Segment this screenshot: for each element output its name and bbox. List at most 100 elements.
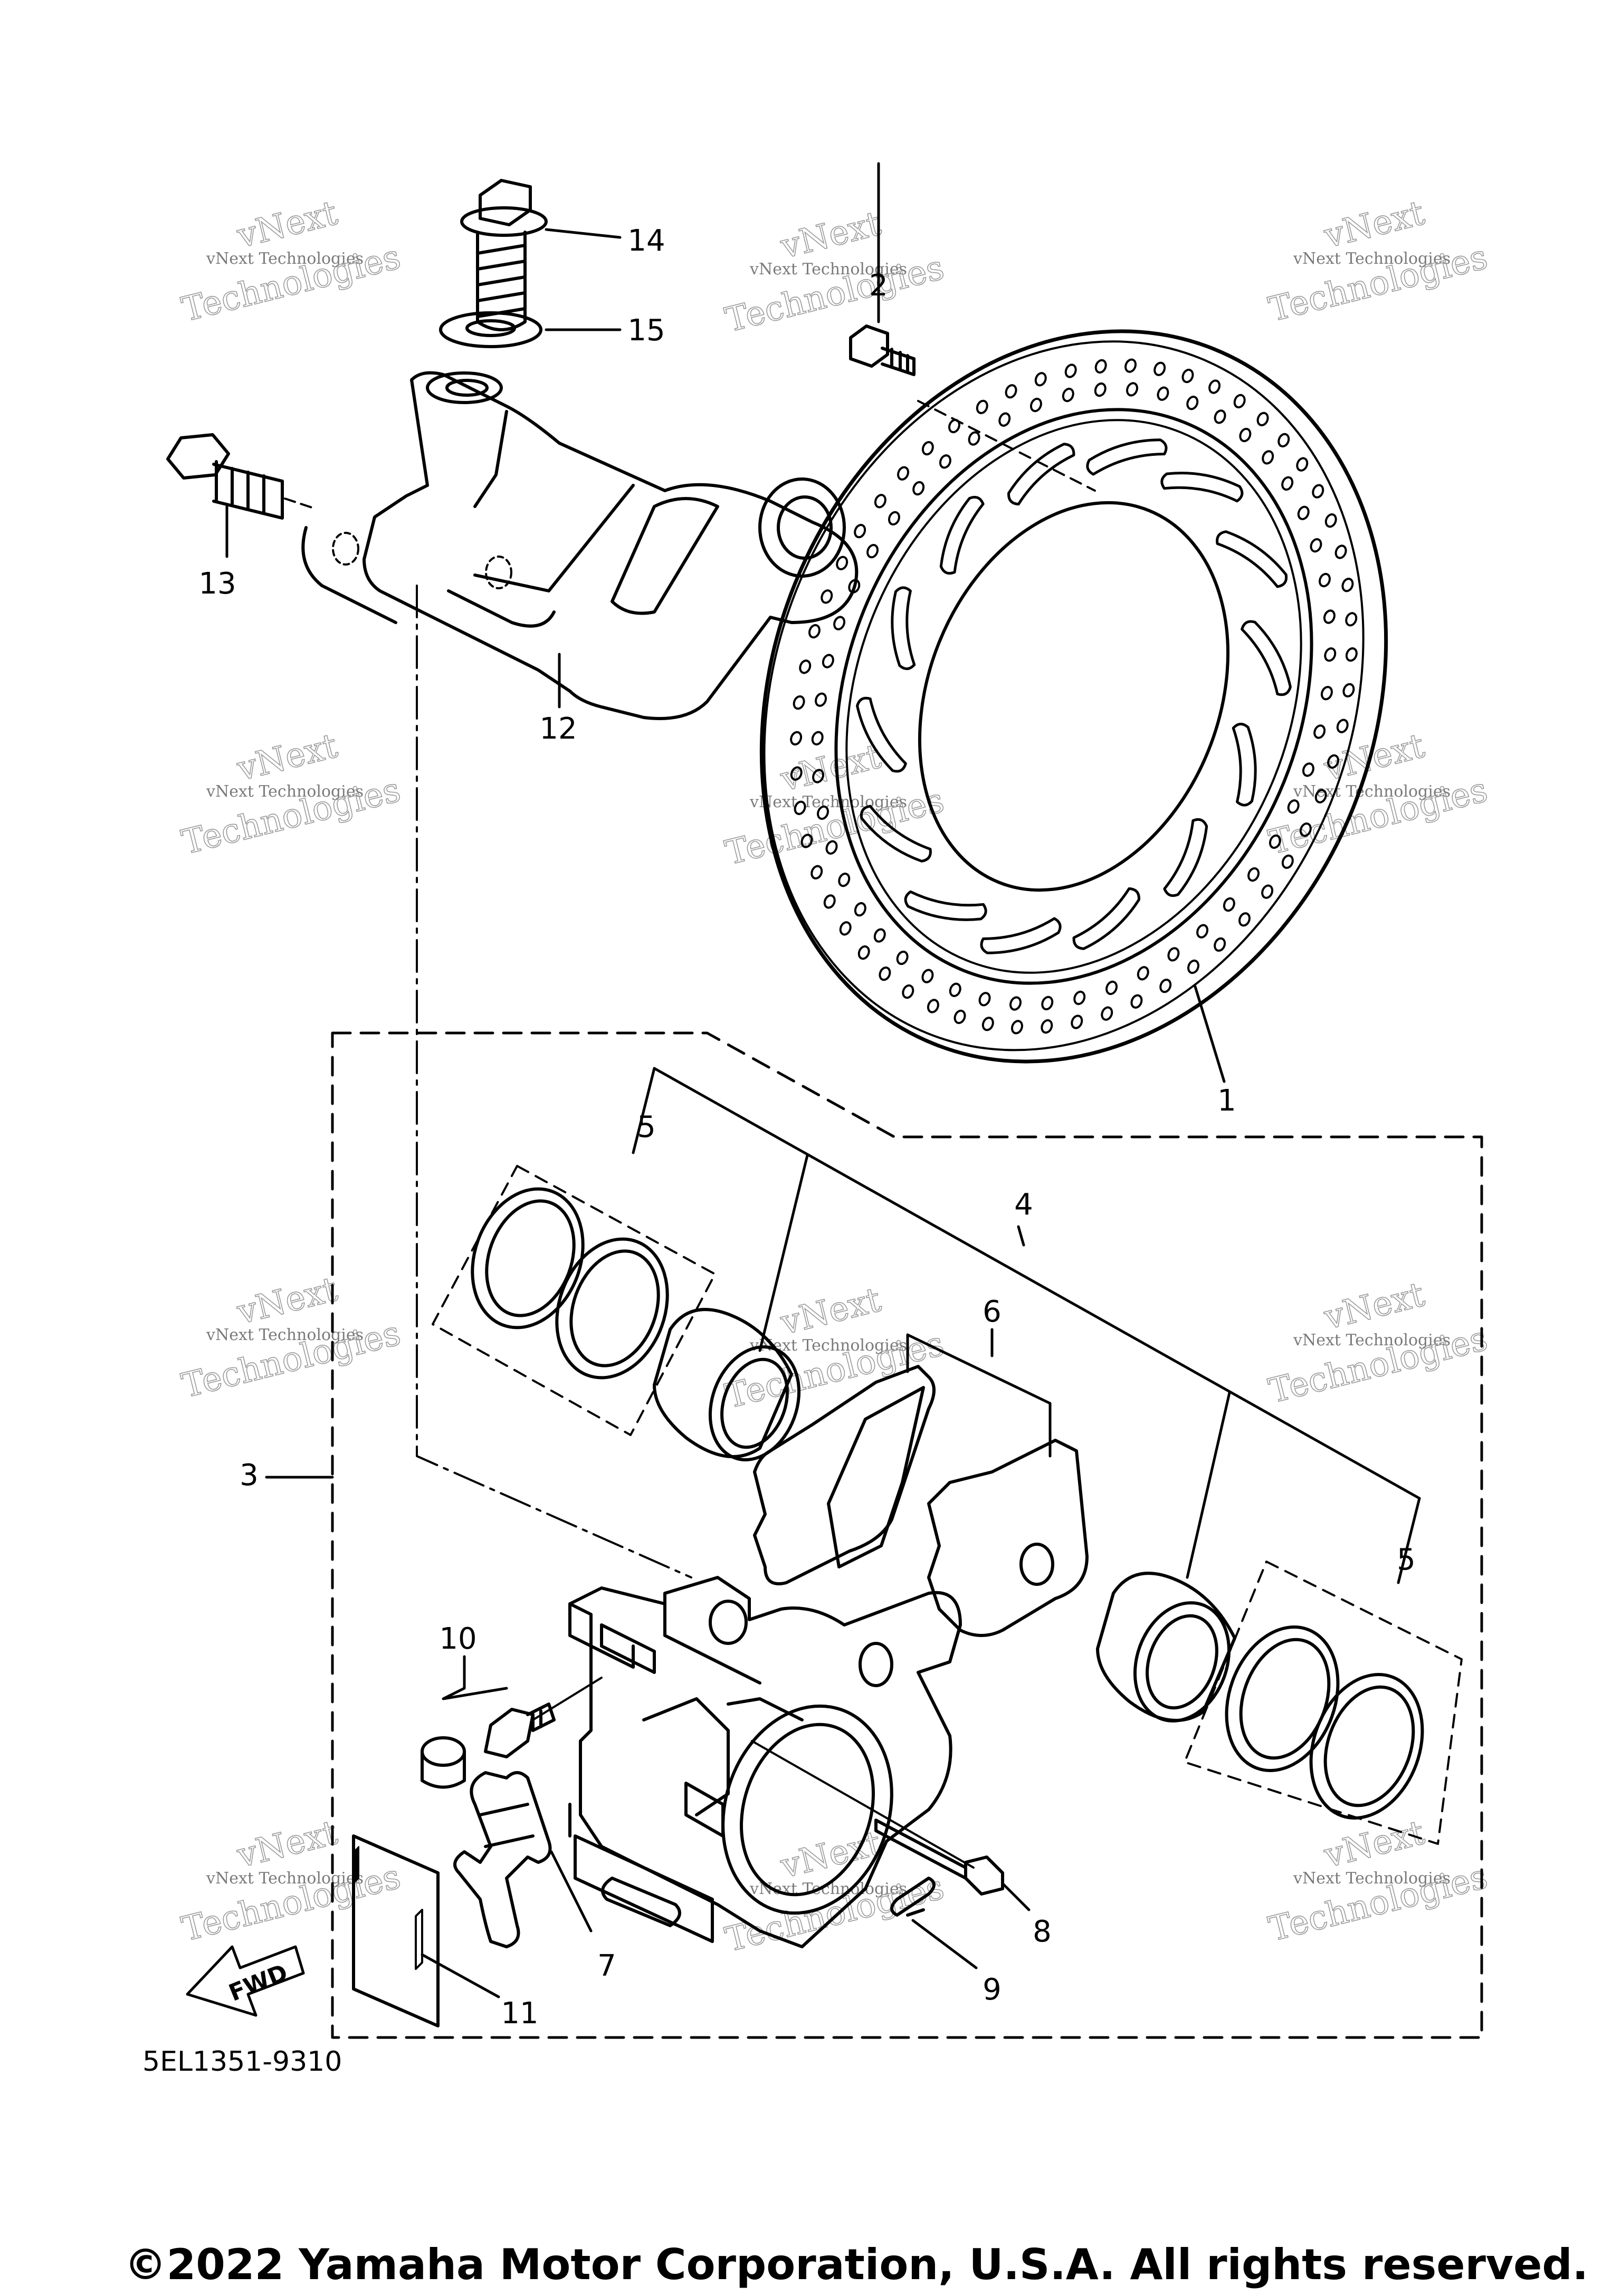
watermark-line2: vNext Technologies — [206, 1326, 364, 1344]
disc-hole — [1324, 647, 1337, 662]
watermark-line2: vNext Technologies — [206, 250, 364, 268]
disc-hole — [1269, 834, 1281, 849]
disc-hole — [833, 616, 846, 630]
watermark-line1: vNext — [233, 1270, 341, 1333]
disc-hole — [799, 659, 812, 674]
disc-hole — [1094, 359, 1107, 374]
disc-slots — [856, 438, 1292, 954]
disc-hole — [839, 921, 852, 936]
pad-pin-8 — [874, 1819, 1004, 1896]
callout-2: 2 — [869, 269, 888, 303]
disc-hole — [1238, 912, 1251, 927]
callout-15: 15 — [627, 313, 665, 348]
piston-seal-left — [471, 1187, 669, 1380]
disc-slot — [1232, 722, 1257, 807]
pad-spring-7 — [453, 1771, 552, 1948]
disc-hole — [1073, 990, 1086, 1006]
watermark-line2: vNext Technologies — [206, 782, 364, 801]
disc-hole — [1186, 396, 1199, 410]
disc-slot — [1241, 620, 1292, 696]
watermark-line2: vNext Technologies — [1293, 1331, 1451, 1350]
disc-hole — [800, 834, 813, 848]
callout-9: 9 — [983, 1973, 1002, 2007]
caliper-body — [568, 1576, 962, 1948]
disc-hole — [815, 692, 827, 707]
disc-hole — [1341, 578, 1354, 592]
watermark-line1: vNext — [233, 194, 341, 256]
disc-hole — [897, 466, 909, 481]
disc-hole — [1310, 538, 1322, 553]
disc-hole — [1262, 450, 1274, 465]
disc-hole — [1314, 789, 1327, 803]
disc-hole — [976, 399, 988, 414]
disc-hole — [1130, 994, 1143, 1009]
disc-hole — [1137, 966, 1149, 981]
disc-hole — [1196, 924, 1209, 939]
watermark-line2: vNext Technologies — [1293, 1869, 1451, 1888]
disc-hole — [1071, 1015, 1083, 1029]
brake-disc — [759, 329, 1388, 1064]
disc-hole — [1005, 384, 1017, 399]
disc-hole — [823, 894, 836, 909]
watermark-line2: vNext Technologies — [749, 260, 907, 279]
watermark-line1: vNext — [777, 204, 885, 267]
disc-hole — [1287, 799, 1300, 814]
disc-hole — [836, 556, 848, 570]
disc-hole — [1041, 996, 1054, 1011]
callout-5-left: 5 — [637, 1110, 656, 1144]
disc-slot — [1160, 472, 1244, 503]
disc-slot — [891, 586, 916, 671]
disc-hole — [1062, 387, 1074, 403]
disc-hole — [978, 992, 991, 1007]
disc-hole — [873, 928, 886, 943]
disc-hole — [1034, 372, 1047, 387]
callout-6: 6 — [983, 1295, 1002, 1329]
watermark-line2: vNext Technologies — [206, 1869, 364, 1888]
disc-hole — [921, 441, 934, 456]
disc-hole — [998, 412, 1011, 427]
fwd-label: FWD — [225, 1959, 292, 2006]
disc-hole — [1208, 379, 1221, 394]
watermark-line1: vNext — [233, 726, 341, 789]
disc-hole — [1233, 394, 1246, 409]
disc-slot — [1072, 887, 1140, 950]
pad-shim-11 — [352, 1834, 440, 2027]
disc-hole — [854, 902, 866, 917]
disc-hole — [1009, 996, 1022, 1011]
piston-left — [653, 1308, 801, 1461]
piston-right — [1096, 1572, 1236, 1723]
disc-hole — [1167, 947, 1180, 962]
brake-pad-left — [753, 1365, 936, 1585]
disc-hole — [1124, 358, 1137, 373]
disc-hole — [953, 1009, 966, 1025]
watermark-line1: vNext — [777, 737, 885, 800]
disc-hole — [939, 454, 951, 469]
callout-5-right: 5 — [1397, 1543, 1416, 1577]
disc-hole — [1064, 363, 1077, 378]
disc-hole — [888, 511, 900, 526]
disc-slot — [1163, 818, 1208, 897]
disc-hole — [902, 984, 914, 999]
disc-hole — [1312, 484, 1324, 499]
disc-hole — [794, 800, 806, 815]
leader-14 — [545, 228, 622, 239]
disc-hole — [838, 873, 851, 887]
bolt-14 — [460, 179, 548, 331]
disc-hole — [879, 967, 891, 981]
disc-hole — [822, 654, 834, 668]
disc-hole — [854, 524, 866, 539]
disc-hole — [1105, 980, 1118, 996]
watermark-line2: vNext Technologies — [1293, 250, 1451, 268]
disc-hole — [1299, 822, 1312, 837]
caliper-bracket-12 — [301, 371, 859, 720]
disc-hole — [1153, 361, 1166, 376]
disc-hole — [790, 766, 803, 781]
disc-hole — [1187, 959, 1199, 974]
bolt-13 — [166, 433, 284, 520]
disc-hole — [793, 695, 805, 710]
